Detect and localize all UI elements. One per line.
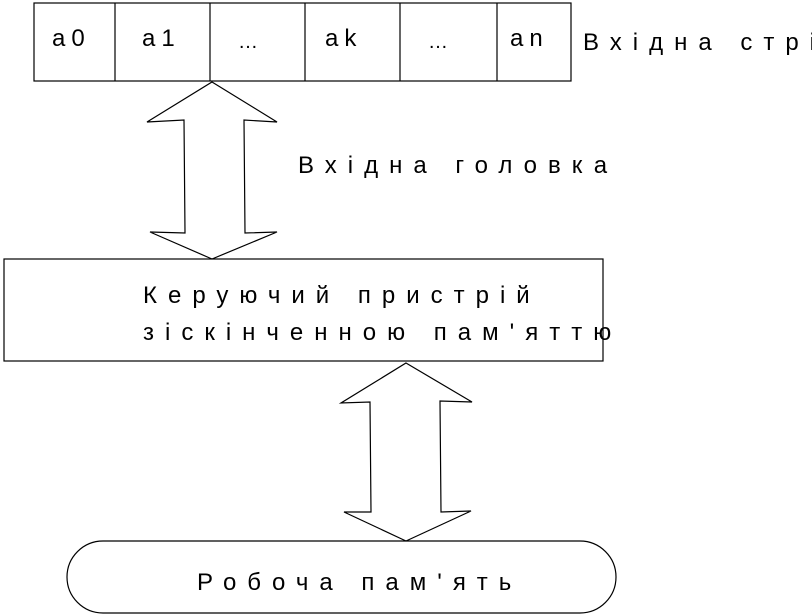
input-tape: a0 a1 … ak … an <box>33 2 572 82</box>
working-memory-label: Робоча пам'ять <box>197 569 522 596</box>
tape-cell-ak: ak <box>325 25 362 52</box>
input-head-label: Вхідна головка <box>298 152 618 179</box>
tape-cell-ellipsis: … <box>238 31 262 53</box>
input-head-arrow <box>146 81 278 260</box>
tape-cell-a0: a0 <box>52 25 91 52</box>
control-unit-label-line2: зіскінченною пам'яттю <box>143 319 622 346</box>
control-unit-label-line1: Керуючий пристрій <box>143 282 541 309</box>
tape-cell-an: an <box>510 25 549 52</box>
input-tape-frame <box>33 2 572 82</box>
memory-access-arrow <box>338 362 473 542</box>
input-tape-label: Вхідна стрічка <box>583 29 812 56</box>
control-unit-box <box>3 258 604 362</box>
tape-cell-a1: a1 <box>142 25 181 52</box>
working-memory-box <box>66 540 617 614</box>
tape-cell-ellipsis: … <box>428 31 452 53</box>
